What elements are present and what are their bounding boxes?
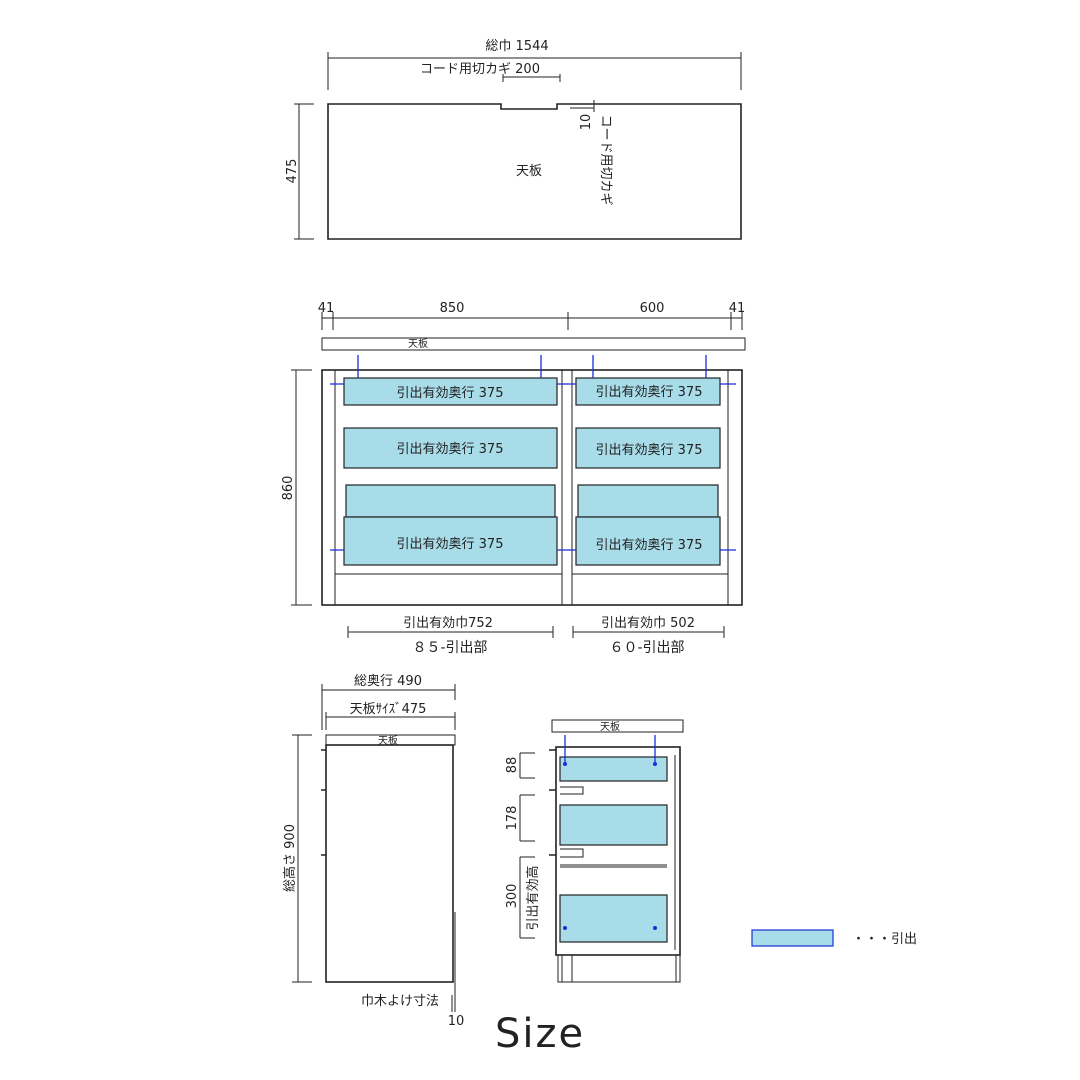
dim-178: 178 <box>505 806 520 831</box>
marker-dot <box>653 926 657 930</box>
section-dim-lines <box>519 752 535 939</box>
dim-left-section: 850 <box>440 301 465 316</box>
cord-notch-width-label: コード用切カギ 200 <box>420 62 540 77</box>
height-dim-line <box>291 369 312 606</box>
dim-right-section: 600 <box>640 301 665 316</box>
marker-dot <box>563 762 567 766</box>
legend-label: ・・・引出 <box>852 932 917 947</box>
top-size-label: 天板ｻｲｽﾞ475 <box>350 702 427 717</box>
drawer-left-1-label: 引出有効奥行 375 <box>397 386 504 401</box>
top-panel-label: 天板 <box>408 337 428 350</box>
marker-dot <box>563 926 567 930</box>
drawer-rail-markers <box>330 355 736 551</box>
drawer-right-1 <box>575 377 721 406</box>
top-panel <box>321 337 746 351</box>
legend: ・・・引出 <box>751 929 917 947</box>
right-width-label: 引出有効巾 502 <box>601 616 695 631</box>
section-drawer-1 <box>559 756 668 782</box>
height-label: 860 <box>281 476 296 501</box>
effective-height-label: 引出有効高 <box>525 865 541 930</box>
drawer-right-3-back <box>577 484 719 518</box>
section-rails <box>560 786 667 868</box>
cord-notch-dim-line <box>502 74 561 82</box>
top-size-dim <box>325 712 456 730</box>
total-height-dim <box>292 734 312 983</box>
total-width-dim-line <box>327 52 742 90</box>
drawer-left-3-back <box>345 484 556 518</box>
section-frame <box>557 755 681 983</box>
total-height-label: 総高さ 900 <box>282 824 298 892</box>
legend-swatch <box>751 929 834 947</box>
total-width-label: 総巾 1544 <box>485 39 548 54</box>
top-panel-outline <box>327 103 742 240</box>
depth-label: 475 <box>285 159 300 184</box>
left-width-label: 引出有効巾752 <box>403 616 493 631</box>
panel-label: 天板 <box>516 164 542 179</box>
drawer-left-3-label: 引出有効奥行 375 <box>397 537 504 552</box>
baseboard-value: 10 <box>448 1014 465 1029</box>
side-view: 総奥行 490 天板ｻｲｽﾞ475 天板 総高さ 900 巾木よけ寸法 10 <box>282 674 464 1029</box>
width-dim-line <box>321 312 743 330</box>
footer-title: Size <box>495 1011 585 1057</box>
baseboard-dim <box>451 912 456 1012</box>
section-drawer-3 <box>559 894 668 943</box>
handle-marks <box>321 749 326 856</box>
notch-depth-dim <box>570 100 595 112</box>
drawer-right-1-label: 引出有効奥行 375 <box>596 385 703 400</box>
right-section-label: ６０-引出部 <box>609 640 684 656</box>
drawer-left-2 <box>343 427 558 469</box>
section-top-panel <box>551 719 684 733</box>
section-markers <box>564 735 656 764</box>
dim-88: 88 <box>505 757 520 774</box>
drawer-right-3 <box>575 516 721 566</box>
dim-300: 300 <box>505 884 520 909</box>
drawer-right-3-label: 引出有効奥行 375 <box>596 538 703 553</box>
cord-notch-vertical-label: コード用切カギ <box>598 114 613 205</box>
drawer-left-2-label: 引出有効奥行 375 <box>397 442 504 457</box>
drawer-right-2 <box>575 427 721 469</box>
total-depth-dim <box>321 684 456 730</box>
drawer-left-1 <box>343 377 558 406</box>
total-depth-label: 総奥行 490 <box>354 674 422 689</box>
side-body <box>325 744 454 983</box>
baseboard-label: 巾木よけ寸法 <box>361 994 439 1009</box>
cabinet-frame-lines <box>334 370 729 605</box>
section-drawer-2 <box>559 804 668 846</box>
dim-left-side: 41 <box>318 301 335 316</box>
dim-right-side: 41 <box>729 301 746 316</box>
notch-depth-label: 10 <box>579 114 594 131</box>
drawer-right-2-label: 引出有効奥行 375 <box>596 443 703 458</box>
section-handles <box>549 749 556 856</box>
bottom-dim-lines <box>347 626 725 638</box>
section-top-label: 天板 <box>600 720 620 733</box>
section-body <box>555 746 681 956</box>
front-view: 41 850 600 41 天板 860 引出有効奥行 375 引出有効奥行 3… <box>281 301 746 656</box>
section-view: 天板 88 178 300 引出有効高 <box>505 719 684 983</box>
top-view: 総巾 1544 コード用切カギ 200 10 コード用切カギ 475 天板 <box>285 39 742 240</box>
marker-dot <box>653 762 657 766</box>
side-top-panel-label: 天板 <box>378 734 398 747</box>
drawer-left-3 <box>343 516 558 566</box>
depth-dim-line <box>294 103 314 240</box>
cabinet-body <box>321 369 743 606</box>
left-section-label: ８５-引出部 <box>412 640 487 656</box>
